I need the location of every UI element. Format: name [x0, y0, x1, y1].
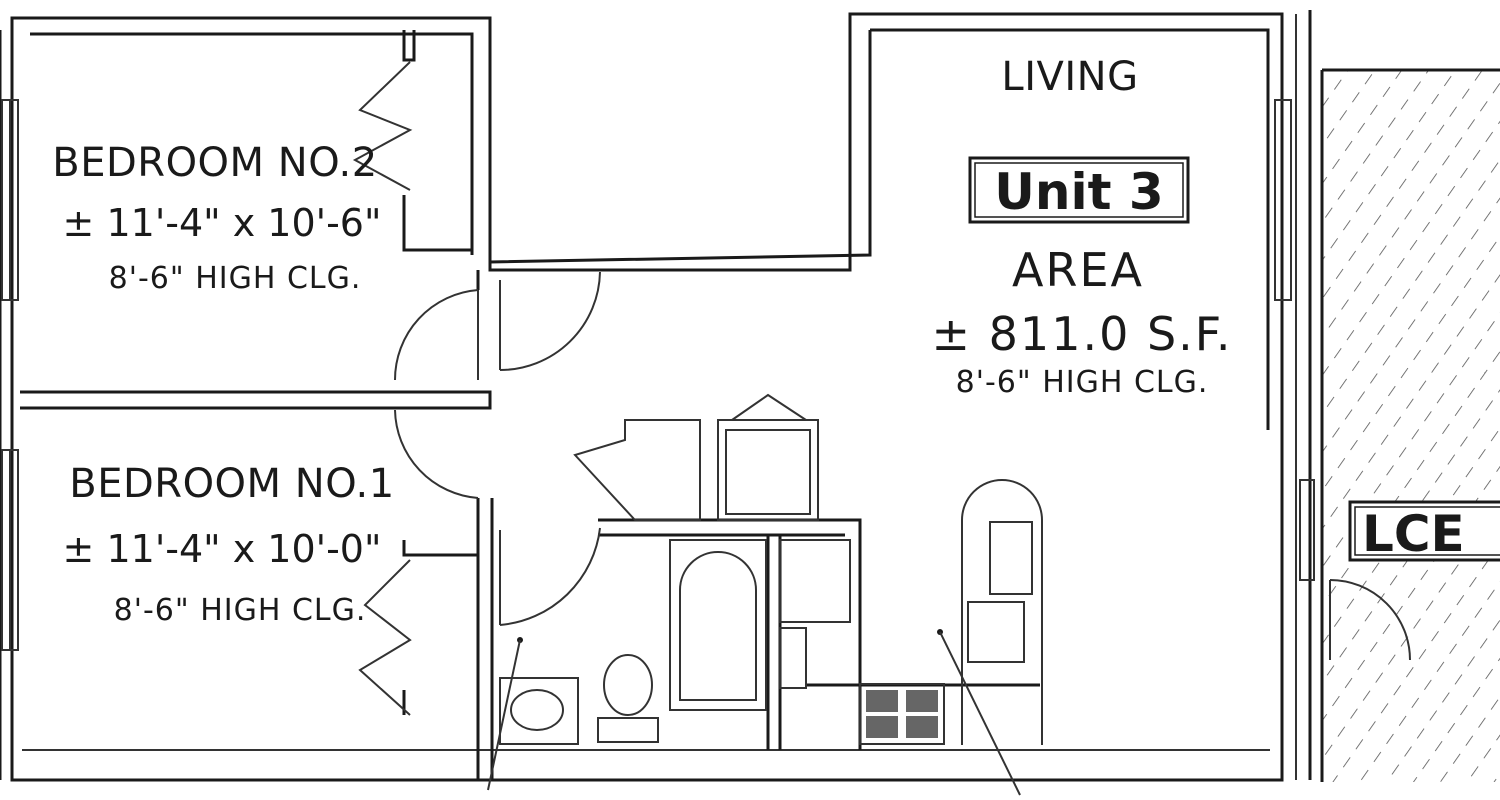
range-stove [859, 683, 945, 745]
exterior-walls [0, 10, 1312, 782]
closet-door-bedroom2 [352, 61, 413, 191]
bedroom2-size: ± 11'-4" x 10'-6" [63, 201, 382, 245]
door-bedroom2 [393, 289, 479, 381]
door-bedroom1 [394, 409, 479, 499]
bedroom2-ceiling: 8'-6" HIGH CLG. [109, 261, 362, 296]
kitchen-counter [779, 539, 851, 689]
closet-door-bedroom1 [358, 559, 412, 716]
window-living [1274, 99, 1315, 581]
bedroom1-size: ± 11'-4" x 10'-0" [63, 527, 382, 571]
unit-badge-text: Unit 3 [994, 163, 1163, 221]
area-label: AREA [1012, 243, 1144, 297]
unit-badge: Unit 3 [968, 156, 1190, 224]
bedroom1-ceiling: 8'-6" HIGH CLG. [114, 593, 367, 628]
adjacent-unit-area [1320, 68, 1500, 782]
sink-vanity [499, 677, 579, 745]
adjacent-unit-badge-text: LCE [1362, 505, 1465, 563]
closet-fixtures [573, 393, 819, 521]
living-name: LIVING [1001, 54, 1138, 100]
bedroom1-name: BEDROOM NO.1 [69, 461, 394, 507]
leader-lines [487, 629, 1021, 796]
refrigerator [961, 479, 1043, 745]
area-value: ± 811.0 S.F. [932, 307, 1233, 361]
window-bedroom2 [1, 99, 19, 301]
toilet [597, 654, 659, 743]
window-bedroom1 [1, 449, 19, 651]
living-ceiling: 8'-6" HIGH CLG. [956, 365, 1209, 400]
bathtub [669, 539, 767, 711]
adjacent-unit-badge: LCE [1348, 500, 1500, 563]
bedroom2-name: BEDROOM NO.2 [52, 140, 377, 186]
door-hall [499, 271, 601, 371]
door-bath [499, 527, 601, 626]
